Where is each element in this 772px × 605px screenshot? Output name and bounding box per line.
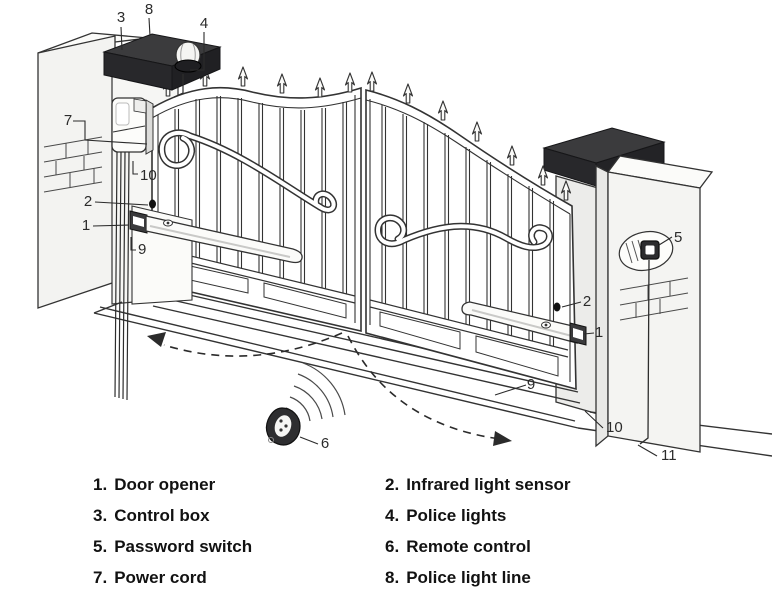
- legend-item-remote-control: 6. Remote control: [385, 536, 733, 558]
- door-opener-left: [129, 210, 303, 264]
- swing-path-left: [147, 332, 343, 357]
- legend-number: 3.: [93, 506, 108, 526]
- remote-control: [265, 362, 346, 446]
- power-cord: [114, 151, 130, 401]
- signal-waves-icon: [285, 362, 346, 423]
- callout-leaders: [73, 17, 673, 457]
- callout-11: 11: [661, 447, 677, 464]
- legend-label: Police lights: [406, 506, 507, 526]
- gate-left: [151, 66, 362, 333]
- legend-label: Remote control: [406, 537, 531, 557]
- arrow-left-icon: [147, 332, 166, 347]
- right-pillar-bricks: [619, 277, 689, 321]
- callout-sensor-right: 2: [583, 293, 591, 310]
- legend-item-infrared-sensor: 2. Infrared light sensor: [385, 474, 733, 496]
- callout-police-light-line: 8: [145, 1, 153, 18]
- legend-item-police-lights: 4. Police lights: [385, 505, 733, 527]
- legend-number: 4.: [385, 506, 400, 526]
- callout-9-left: 9: [138, 241, 146, 258]
- callout-9-right: 9: [527, 376, 535, 393]
- legend-label: Police light line: [406, 568, 531, 588]
- left-pillar: [37, 32, 149, 309]
- password-switch: [618, 230, 674, 272]
- infrared-sensor-right: [553, 302, 561, 312]
- swing-path-right: [347, 335, 512, 446]
- callout-control-box: 3: [117, 9, 125, 26]
- left-pillar-bricks: [43, 136, 103, 193]
- callout-remote: 6: [321, 435, 329, 452]
- legend-number: 7.: [93, 568, 108, 588]
- gate-left-scroll: [158, 129, 338, 214]
- password-switch-cable: [639, 259, 650, 445]
- legend-number: 5.: [93, 537, 108, 557]
- legend-number: 2.: [385, 475, 400, 494]
- legend-number: 6.: [385, 537, 400, 557]
- callout-password-switch: 5: [674, 229, 682, 246]
- control-box: [111, 97, 154, 155]
- callout-numbers: 3 8 4 7 10 2 1 9 5 2 1 9 10 11 6: [64, 1, 683, 464]
- legend-label: Door opener: [114, 475, 216, 494]
- gate-right-lower-rail: [369, 299, 569, 358]
- callout-opener-left: 1: [82, 217, 90, 234]
- legend-item-door-opener: 1. Door opener: [93, 474, 385, 496]
- police-light-line: [173, 74, 184, 98]
- callout-10-left: 10: [140, 167, 157, 184]
- right-front-pillar: [595, 155, 714, 453]
- police-light: [173, 41, 202, 98]
- legend-number: 1.: [93, 475, 108, 494]
- callout-sensor-left: 2: [84, 193, 92, 210]
- infrared-sensor-left: [149, 199, 156, 209]
- gate-right-scroll: [374, 214, 553, 252]
- legend-label: Control box: [114, 506, 210, 526]
- callout-power-cord: 7: [64, 112, 72, 129]
- callout-opener-right: 1: [595, 324, 603, 341]
- door-opener-right: [461, 301, 587, 346]
- gate-system-diagram: 3 8 4 7 10 2 1 9 5 2 1 9 10 11 6: [37, 1, 772, 464]
- legend-label: Infrared light sensor: [406, 475, 571, 494]
- legend-item-power-cord: 7. Power cord: [93, 567, 385, 589]
- legend-item-password-switch: 5. Password switch: [93, 536, 385, 558]
- legend-item-control-box: 3. Control box: [93, 505, 385, 527]
- legend-item-police-light-line: 8. Police light line: [385, 567, 733, 589]
- legend-label: Password switch: [114, 537, 253, 557]
- gate-right-panels: [379, 311, 559, 377]
- legend-label: Power cord: [114, 568, 207, 588]
- callout-10-right: 10: [606, 419, 623, 436]
- callout-police-lights: 4: [200, 15, 208, 32]
- arrow-right-icon: [493, 431, 512, 446]
- legend-number: 8.: [385, 568, 400, 588]
- legend: 1. Door opener 2. Infrared light sensor …: [93, 474, 733, 589]
- gate-right: [365, 71, 577, 391]
